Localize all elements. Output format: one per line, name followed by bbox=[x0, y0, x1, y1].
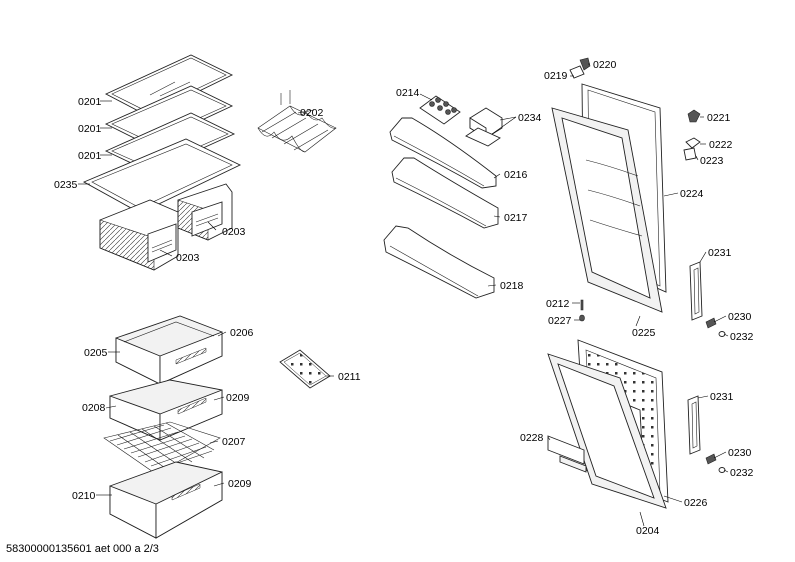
freezer-drawer-0205 bbox=[115, 315, 223, 385]
label-0211: 0211 bbox=[338, 371, 361, 383]
label-0209-upper: 0209 bbox=[226, 392, 250, 404]
hinge-cover-0219 bbox=[569, 65, 585, 79]
label-0209-lower: 0209 bbox=[228, 478, 252, 490]
label-0216: 0216 bbox=[504, 169, 528, 181]
label-0201-c: 0201 bbox=[78, 150, 102, 162]
glass-shelf-0235 bbox=[82, 138, 242, 214]
door-shelf-0218 bbox=[383, 225, 495, 299]
label-0235: 0235 bbox=[54, 179, 78, 191]
label-0202: 0202 bbox=[300, 107, 324, 119]
egg-tray-0214 bbox=[419, 95, 461, 125]
label-0214: 0214 bbox=[396, 87, 420, 99]
label-0205: 0205 bbox=[84, 347, 108, 359]
butter-box-0234 bbox=[465, 107, 503, 147]
label-0203-left: 0203 bbox=[176, 252, 200, 264]
door-gasket-0225 bbox=[551, 107, 663, 313]
label-0217: 0217 bbox=[504, 212, 528, 224]
door-handle-0231-lower bbox=[687, 395, 701, 455]
label-0207: 0207 bbox=[222, 436, 246, 448]
door-gasket-0204 bbox=[547, 353, 667, 509]
label-0230-upper: 0230 bbox=[728, 311, 752, 323]
door-handle-0231-upper bbox=[689, 261, 703, 321]
hinge-0220 bbox=[579, 57, 591, 71]
part-labels: 0201 0201 0201 0235 0202 0203 0203 0206 … bbox=[54, 59, 754, 537]
label-0203-right: 0203 bbox=[222, 226, 246, 238]
screw-0230-lower bbox=[705, 453, 717, 465]
freezer-drawer-0210 bbox=[109, 461, 223, 539]
bottle-rack-0202 bbox=[257, 90, 337, 153]
label-0222: 0222 bbox=[709, 139, 733, 151]
label-0234: 0234 bbox=[518, 112, 542, 124]
label-0218: 0218 bbox=[500, 280, 524, 292]
label-0204: 0204 bbox=[636, 525, 660, 537]
label-0201-a: 0201 bbox=[78, 96, 102, 108]
screw-0230-upper bbox=[705, 317, 717, 329]
label-0227: 0227 bbox=[548, 315, 572, 327]
label-0226: 0226 bbox=[684, 497, 708, 509]
ice-cube-tray-0211 bbox=[279, 349, 331, 389]
hinge-0221 bbox=[687, 109, 701, 123]
label-0232-upper: 0232 bbox=[730, 331, 754, 343]
label-0232-lower: 0232 bbox=[730, 467, 754, 479]
label-0230-lower: 0230 bbox=[728, 447, 752, 459]
label-0228: 0228 bbox=[520, 432, 544, 444]
label-0220: 0220 bbox=[593, 59, 617, 71]
plug-0227 bbox=[579, 314, 585, 322]
cover-0222 bbox=[685, 137, 701, 149]
door-shelf-0217 bbox=[391, 157, 499, 229]
freezer-flap-0228 bbox=[547, 435, 587, 473]
washer-0232-lower bbox=[718, 467, 726, 473]
crisper-box-0203-right bbox=[177, 183, 233, 241]
label-0231-lower: 0231 bbox=[710, 391, 734, 403]
leader-lines bbox=[78, 63, 729, 527]
washer-0232-upper bbox=[718, 331, 726, 337]
label-0206: 0206 bbox=[230, 327, 254, 339]
label-0219: 0219 bbox=[544, 70, 568, 82]
label-0231-upper: 0231 bbox=[708, 247, 732, 259]
label-0224: 0224 bbox=[680, 188, 704, 200]
cover-0223 bbox=[683, 147, 697, 161]
document-footer-id: 58300000135601 aet 000 a 2/3 bbox=[6, 543, 159, 555]
crisper-box-0203-left bbox=[99, 199, 179, 271]
label-0210: 0210 bbox=[72, 490, 96, 502]
label-0223: 0223 bbox=[700, 155, 724, 167]
label-0208: 0208 bbox=[82, 402, 106, 414]
door-shelf-0216 bbox=[389, 117, 497, 189]
label-0225: 0225 bbox=[632, 327, 656, 339]
label-0212: 0212 bbox=[546, 298, 570, 310]
screw-0212 bbox=[580, 299, 584, 311]
label-0221: 0221 bbox=[707, 112, 731, 124]
label-0201-b: 0201 bbox=[78, 123, 102, 135]
glass-shelf-0201-top bbox=[104, 54, 234, 117]
wire-shelf-0207 bbox=[103, 421, 221, 475]
freezer-drawer-0208 bbox=[109, 379, 223, 441]
